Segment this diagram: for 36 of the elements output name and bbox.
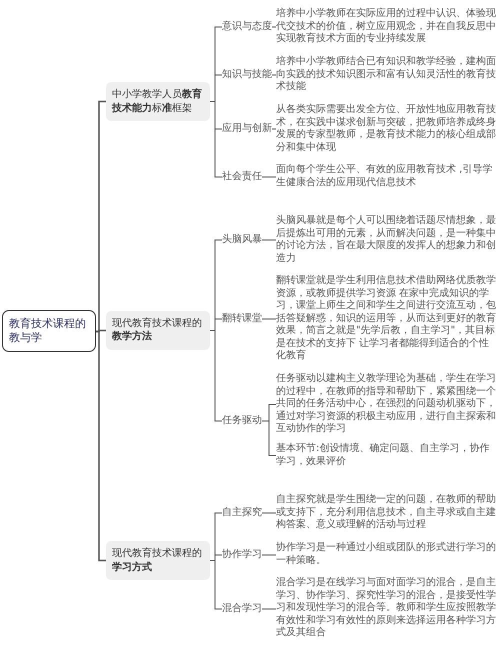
topic-box: 现代教育技术课程的学习方式 xyxy=(106,541,210,580)
description-text: 自主探究就是学生围绕一定的问题，在教师的帮助或支持下，充分利用信息技术，自主寻求或自主建构答案、意义或理解的活动与过程 xyxy=(276,494,496,532)
description-text: 混合学习是在线学习与面对面学习的混合，是自主学习、协作学习、探究性学习的混合，是接受性学习和发现性学习的混合等。教师和学生应按照教学有效性和学习有效性的原则来选择运用各种学习方式及其组合 xyxy=(276,577,496,640)
description-text: 头脑风暴就是每个人可以围绕着话题尽情想象，最后提炼出可用的元素，从而解决问题，是一种集中的讨论方法，旨在最大限度的发挥人的想象力和创造力 xyxy=(276,215,496,265)
description-text: 从各类实际需要出发全方位、开放性地应用教育技术，在实践中谋求创新与突破，把教师培养成终身发展的专家型教师，是教育技术能力的核心组成部分和集中体现 xyxy=(276,104,496,154)
description-text: 面向每个学生公平、有效的应用教育技术 ,引导学生健康合法的应用现代信息技术 xyxy=(276,164,496,189)
subtopic-label: 应用与创新 xyxy=(222,123,272,135)
description-text: 培养中小学教师结合已有知识和教学经验，建构面向实践的技术知识图示和富有认知灵活性的教育技术技能 xyxy=(276,56,496,94)
description-text: 翻转课堂就是学生利用信息技术借助网络优质教学资源，或教师提供学习资源 在家中完成知识的学习，课堂上师生之间和学生之间进行交流互动，包括答疑解惑，知识的运用等，从而达到更好的教育效果，简言之就是"先学后教，自主学习"，其目标是在技术的支持下 让学习者都能得到适合的个性化教育 xyxy=(276,275,496,362)
connector-line xyxy=(262,318,276,320)
connector-line xyxy=(96,100,106,332)
subtopic-label: 翻转课堂 xyxy=(222,313,262,325)
connector-line xyxy=(262,176,276,178)
subtopic-label: 头脑风暴 xyxy=(222,234,262,246)
subtopic-label: 社会责任 xyxy=(222,170,262,182)
description-text: 协作学习是一种通过小组或团队的形式进行学习的一种策略。 xyxy=(276,542,496,567)
connector-line xyxy=(96,330,106,562)
subtopic-label: 意识与态度 xyxy=(222,21,272,33)
connector-line xyxy=(96,330,106,332)
connector-line xyxy=(262,608,276,610)
connector-line xyxy=(272,26,276,28)
connector-line xyxy=(262,554,276,556)
subtopic-label: 混合学习 xyxy=(222,602,262,614)
connector-line xyxy=(272,128,276,130)
subtopic-label: 协作学习 xyxy=(222,548,262,560)
description-text: 基本环节:创设情境、确定问题、自主学习，协作学习，效果评价 xyxy=(276,443,496,468)
description-text: 任务驱动以建构主义教学理论为基础，学生在学习的过程中，在教师的指导和帮助下，紧紧围绕一个共同的任务活动中心，在强烈的问题动机驱动下，通过对学习资源的积极主动应用，进行自主探索和互动协作的学习 xyxy=(276,373,496,436)
topic-box: 中小学教学人员教育技术能力标准框架 xyxy=(106,82,210,122)
topic-box: 现代教育技术课程的教学方法 xyxy=(106,310,210,350)
subtopic-label: 自主探究 xyxy=(222,507,262,519)
description-text: 培养中小学教师在实际应用的过程中认识、体验现代交技术的价值，树立应用观念，并在自我反思中实现教育技术方面的专业持续发展 xyxy=(276,8,496,46)
connector-line xyxy=(262,512,276,514)
root-topic-box: 教育技术课程的教与学 xyxy=(2,310,96,352)
connector-line xyxy=(272,74,276,76)
subtopic-label: 任务驱动 xyxy=(222,414,262,426)
subtopic-label: 知识与技能 xyxy=(222,69,272,81)
